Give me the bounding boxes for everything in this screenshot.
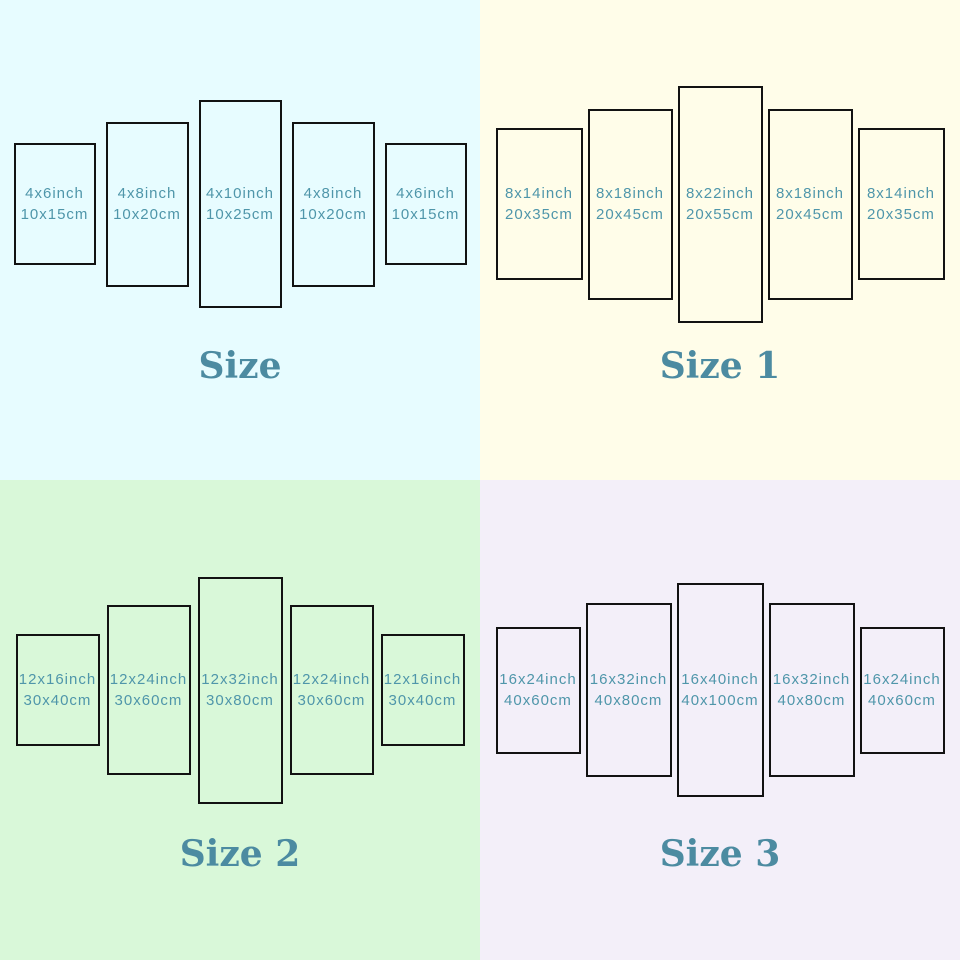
- panel-group: 4x6inch 10x15cm 4x8inch 10x20cm 4x10inch…: [0, 0, 480, 408]
- panel-inch-size: 8x18inch: [775, 185, 845, 202]
- canvas-panel: 8x18inch 20x45cm: [587, 108, 673, 300]
- panel-inch-size: 4x8inch: [117, 185, 177, 202]
- panel-size-label: 8x22inch 20x55cm: [686, 183, 754, 225]
- panel-inch-size: 8x18inch: [595, 185, 665, 202]
- canvas-panel: 4x6inch 10x15cm: [13, 143, 96, 265]
- canvas-panel: 4x8inch 10x20cm: [105, 121, 189, 287]
- panel-cm-size: 10x20cm: [299, 206, 367, 223]
- panel-cm-size: 40x60cm: [504, 692, 572, 709]
- panel-size-label: 4x8inch 10x20cm: [299, 183, 367, 225]
- panel-size-label: 8x14inch 20x35cm: [505, 183, 573, 225]
- panel-size-label: 12x24inch 30x60cm: [110, 669, 187, 711]
- panel-size-label: 8x18inch 20x45cm: [596, 183, 664, 225]
- panel-size-label: 8x14inch 20x35cm: [867, 183, 935, 225]
- canvas-panel: 8x22inch 20x55cm: [677, 85, 763, 323]
- panel-inch-size: 12x24inch: [292, 671, 371, 688]
- canvas-panel: 8x14inch 20x35cm: [857, 128, 945, 280]
- panel-size-label: 4x10inch 10x25cm: [206, 183, 274, 225]
- section-title: Size 3: [659, 833, 781, 875]
- panel-cm-size: 10x15cm: [20, 206, 89, 223]
- panel-inch-size: 12x16inch: [383, 671, 462, 688]
- panel-cm-size: 30x40cm: [23, 692, 92, 709]
- panel-size-label: 12x24inch 30x60cm: [293, 669, 370, 711]
- panel-size-label: 12x16inch 30x40cm: [384, 669, 461, 711]
- panel-cm-size: 40x60cm: [868, 692, 936, 709]
- panel-cm-size: 20x45cm: [776, 206, 844, 223]
- canvas-panel: 8x14inch 20x35cm: [495, 128, 583, 280]
- canvas-panel: 4x6inch 10x15cm: [384, 143, 467, 265]
- panel-cm-size: 40x80cm: [777, 692, 846, 709]
- canvas-panel: 4x10inch 10x25cm: [198, 100, 282, 308]
- canvas-panel: 8x18inch 20x45cm: [767, 108, 853, 300]
- panel-cm-size: 30x60cm: [297, 692, 366, 709]
- panel-cm-size: 30x80cm: [206, 692, 274, 709]
- panel-cm-size: 10x15cm: [391, 206, 460, 223]
- panel-inch-size: 4x8inch: [303, 185, 363, 202]
- panel-inch-size: 8x14inch: [866, 185, 936, 202]
- panel-cm-size: 30x60cm: [114, 692, 183, 709]
- canvas-panel: 16x24inch 40x60cm: [859, 626, 945, 754]
- panel-cm-size: 40x80cm: [594, 692, 663, 709]
- panel-inch-size: 12x16inch: [18, 671, 97, 688]
- canvas-panel: 12x16inch 30x40cm: [380, 634, 465, 746]
- panel-inch-size: 4x10inch: [205, 185, 275, 202]
- panel-inch-size: 8x14inch: [504, 185, 574, 202]
- panel-inch-size: 12x32inch: [201, 671, 279, 688]
- panel-inch-size: 16x24inch: [863, 671, 941, 688]
- panel-size-label: 16x40inch 40x100cm: [681, 669, 758, 711]
- panel-size-label: 4x8inch 10x20cm: [113, 183, 181, 225]
- panel-cm-size: 20x55cm: [686, 206, 754, 223]
- section-title: Size 1: [659, 345, 781, 387]
- panel-cm-size: 20x45cm: [596, 206, 664, 223]
- panel-cm-size: 10x20cm: [113, 206, 181, 223]
- panel-size-label: 16x24inch 40x60cm: [499, 669, 576, 711]
- panel-size-label: 12x32inch 30x80cm: [201, 669, 278, 711]
- canvas-panel: 16x32inch 40x80cm: [768, 603, 855, 777]
- panel-cm-size: 30x40cm: [388, 692, 457, 709]
- size-2-section: 12x16inch 30x40cm 12x24inch 30x60cm 12x3…: [0, 480, 480, 960]
- panel-inch-size: 8x22inch: [685, 185, 755, 202]
- panel-inch-size: 4x6inch: [396, 185, 455, 202]
- section-title: Size 2: [179, 833, 301, 875]
- panel-inch-size: 16x24inch: [499, 671, 577, 688]
- panel-size-label: 16x32inch 40x80cm: [773, 669, 850, 711]
- panel-cm-size: 20x35cm: [867, 206, 935, 223]
- panel-inch-size: 12x24inch: [109, 671, 188, 688]
- panel-size-label: 8x18inch 20x45cm: [776, 183, 844, 225]
- size-3-section: 16x24inch 40x60cm 16x32inch 40x80cm 16x4…: [480, 480, 960, 960]
- size-section: 4x6inch 10x15cm 4x8inch 10x20cm 4x10inch…: [0, 0, 480, 480]
- panel-cm-size: 10x25cm: [206, 206, 274, 223]
- panel-cm-size: 20x35cm: [505, 206, 573, 223]
- size-1-section: 8x14inch 20x35cm 8x18inch 20x45cm 8x22in…: [480, 0, 960, 480]
- panel-group: 16x24inch 40x60cm 16x32inch 40x80cm 16x4…: [480, 480, 960, 900]
- panel-group: 8x14inch 20x35cm 8x18inch 20x45cm 8x22in…: [480, 0, 960, 408]
- canvas-panel: 12x32inch 30x80cm: [197, 576, 283, 804]
- panel-size-label: 4x6inch 10x15cm: [392, 183, 460, 225]
- panel-group: 12x16inch 30x40cm 12x24inch 30x60cm 12x3…: [0, 480, 480, 900]
- canvas-panel: 16x32inch 40x80cm: [585, 603, 672, 777]
- section-title: Size: [198, 345, 282, 387]
- panel-inch-size: 16x32inch: [772, 671, 851, 688]
- panel-inch-size: 4x6inch: [25, 185, 84, 202]
- canvas-panel: 12x16inch 30x40cm: [15, 634, 100, 746]
- panel-inch-size: 16x32inch: [589, 671, 668, 688]
- canvas-panel: 12x24inch 30x60cm: [289, 605, 374, 775]
- panel-size-label: 12x16inch 30x40cm: [19, 669, 96, 711]
- panel-size-label: 16x32inch 40x80cm: [590, 669, 667, 711]
- canvas-panel: 16x24inch 40x60cm: [495, 626, 581, 754]
- panel-cm-size: 40x100cm: [681, 692, 759, 709]
- canvas-panel: 12x24inch 30x60cm: [106, 605, 191, 775]
- canvas-panel: 16x40inch 40x100cm: [676, 583, 764, 797]
- panel-size-label: 4x6inch 10x15cm: [21, 183, 89, 225]
- canvas-panel: 4x8inch 10x20cm: [291, 121, 375, 287]
- panel-size-label: 16x24inch 40x60cm: [863, 669, 940, 711]
- panel-inch-size: 16x40inch: [681, 671, 759, 688]
